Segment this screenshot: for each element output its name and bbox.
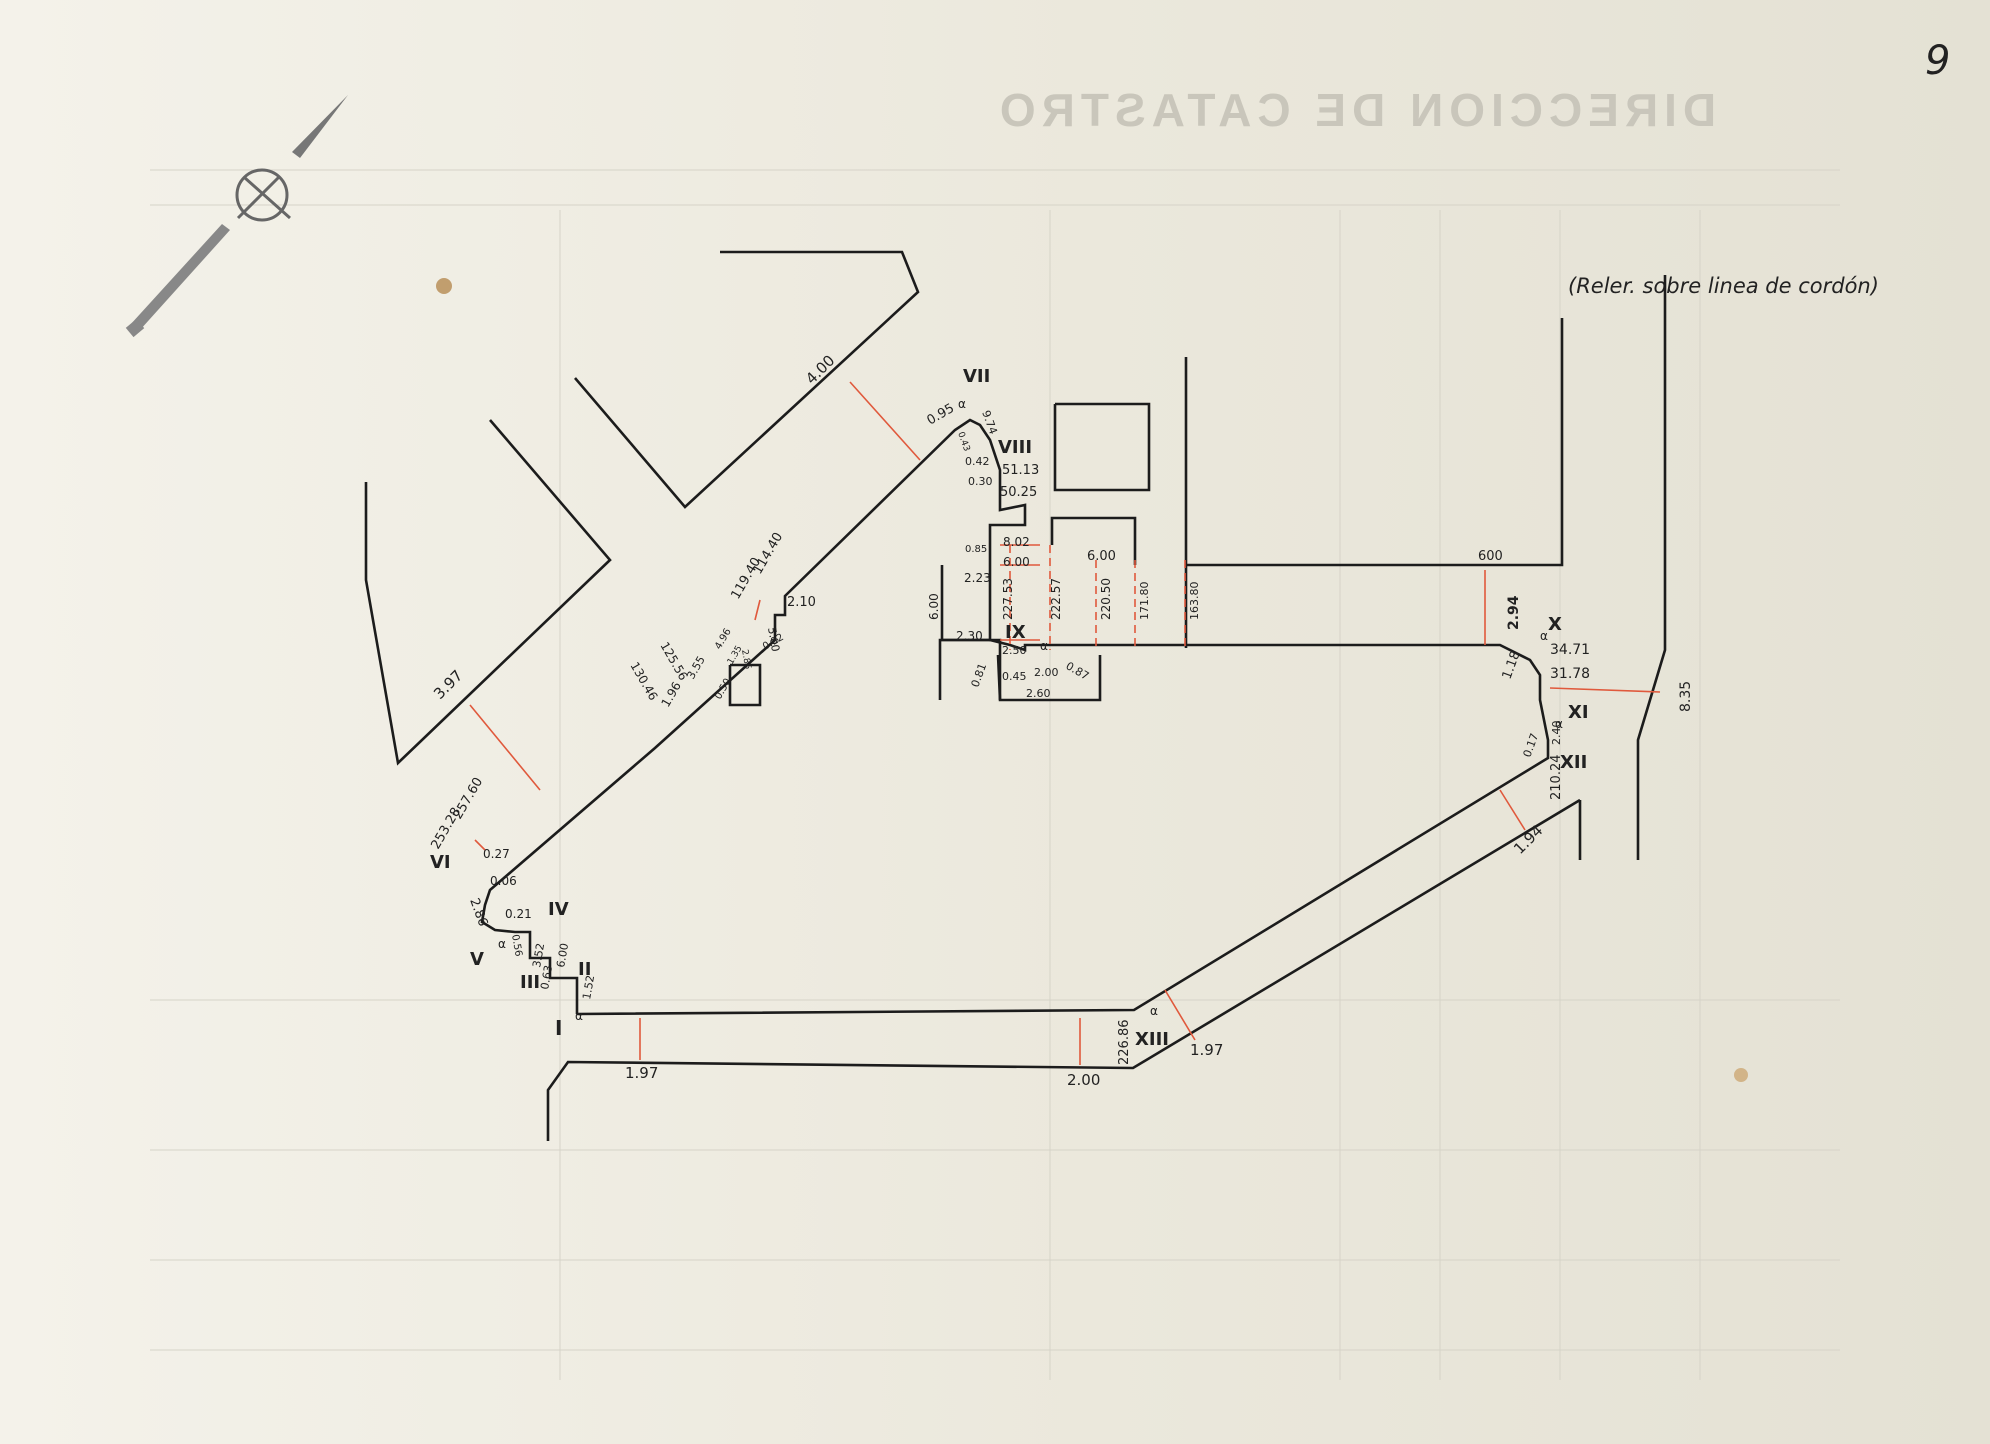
measurement-label: 171.80 <box>1138 582 1151 621</box>
measurement-label: 3.55 <box>684 654 708 682</box>
measurement-label: 9.74 <box>979 409 1000 436</box>
measurement-label: 0.30 <box>968 475 993 488</box>
measurement-label: 253.28 <box>428 805 464 852</box>
vertex-label-ii: II <box>578 959 591 980</box>
offset-lines <box>469 381 1661 1065</box>
measurement-label: 4.00 <box>802 351 838 387</box>
measurement-label: 0.81 <box>969 662 990 689</box>
measurement-label: 8.02 <box>1003 535 1030 549</box>
angle-mark: α <box>575 1009 583 1023</box>
measurement-label: 31.78 <box>1550 666 1590 682</box>
measurement-label: 226.86 <box>1117 1020 1132 1066</box>
vertex-label-x: X <box>1548 614 1562 635</box>
vertex-label-vii: VII <box>963 366 990 387</box>
measurement-label: 227.53 <box>1001 578 1015 620</box>
measurement-label: 0.87 <box>1064 659 1092 683</box>
measurement-label: 0.43 <box>955 431 971 453</box>
angle-marks: α α α α α α α <box>498 397 1563 1023</box>
vertex-label-xii: XII <box>1560 752 1587 773</box>
street-lines <box>364 250 1667 1141</box>
measurement-label: 6.00 <box>554 942 571 968</box>
measurement-label: 2.40 <box>1550 721 1563 746</box>
measurement-label: 5.00 <box>765 626 782 652</box>
north-arrow-icon <box>125 95 348 338</box>
measurement-label: 1.97 <box>1190 1041 1223 1059</box>
measurement-label: 2.10 <box>787 595 816 610</box>
measurement-label: 50.25 <box>1000 485 1037 500</box>
angle-mark: α <box>1540 629 1548 643</box>
measurement-label: 6.00 <box>927 593 941 620</box>
measurement-labels: 4.00 3.97 1.97 2.00 1.97 1.94 6.00 600 2… <box>428 351 1694 1089</box>
measurement-label: 3.97 <box>430 666 466 702</box>
measurement-label: 0.85 <box>965 544 987 555</box>
measurement-label: 1.94 <box>1510 821 1546 857</box>
measurement-label: 0.63 <box>538 964 555 990</box>
measurement-label: 6.00 <box>1087 549 1116 564</box>
property-boundary <box>480 418 1550 1016</box>
measurement-label: 3.52 <box>530 942 547 968</box>
measurement-label: 2.30 <box>956 629 983 643</box>
measurement-label: 34.71 <box>1550 642 1590 658</box>
page-number: 9 <box>1925 38 1950 84</box>
measurement-label: 222.57 <box>1049 578 1063 620</box>
vertex-label-xi: XI <box>1568 702 1589 723</box>
measurement-label: 6.00 <box>1003 555 1030 569</box>
measurement-label: 119.40 <box>728 555 764 602</box>
measurement-label: 51.13 <box>1002 463 1039 478</box>
angle-mark: α <box>1555 717 1563 731</box>
measurement-label: 4.96 <box>713 627 734 652</box>
relevamiento-note: (Reler. sobre linea de cordón) <box>1568 274 1879 298</box>
vertex-label-vi: VI <box>430 852 451 873</box>
angle-mark: α <box>498 937 506 951</box>
angle-mark: α <box>1150 1004 1158 1018</box>
vertex-label-xiii: XIII <box>1135 1029 1169 1050</box>
measurement-label: 2.60 <box>1026 687 1051 700</box>
measurement-label: 0.56 <box>509 934 524 958</box>
vertex-label-i: I <box>555 1016 562 1040</box>
measurement-label: 1.96 <box>658 679 683 709</box>
measurement-label: 2.00 <box>1034 666 1059 679</box>
measurement-label: 0.27 <box>483 847 510 861</box>
vertex-label-ix: IX <box>1005 622 1026 643</box>
header-text: DIRECCION DE CATASTRO <box>994 84 1716 136</box>
measurement-label: 0.45 <box>1002 670 1027 683</box>
measurement-label: 0.42 <box>965 455 990 468</box>
vertex-label-iv: IV <box>548 899 569 920</box>
measurement-label: 600 <box>1478 549 1503 564</box>
measurement-label: 210.24 <box>1549 755 1564 801</box>
angle-mark: α <box>958 397 966 411</box>
vertex-label-v: V <box>470 949 484 970</box>
angle-mark: α <box>1040 639 1048 653</box>
measurement-label: 0.17 <box>1521 732 1542 759</box>
measurement-label: 2.85 <box>739 649 752 670</box>
stain-mark <box>1734 1068 1748 1082</box>
measurement-label: 2.50 <box>1002 644 1027 657</box>
measurement-label: 2.94 <box>1506 595 1522 630</box>
measurement-label: 220.50 <box>1099 578 1113 620</box>
measurement-label: 2.00 <box>1067 1071 1100 1089</box>
measurement-label: 1.97 <box>625 1064 658 1082</box>
vertex-labels: I II III IV V VI VII VIII IX X XI XII XI… <box>430 366 1589 1050</box>
measurement-label: 130.46 <box>627 660 660 703</box>
measurement-label: 0.06 <box>490 874 517 888</box>
vertex-label-iii: III <box>520 972 540 993</box>
measurement-label: 2.23 <box>964 571 991 585</box>
measurement-label: 0.21 <box>505 907 532 921</box>
measurement-label: 163.80 <box>1188 582 1201 621</box>
vertex-label-viii: VIII <box>998 437 1032 458</box>
measurement-label: 1.52 <box>580 974 597 1000</box>
measurement-label: 1.18 <box>1500 649 1524 681</box>
measurement-label: 0.95 <box>925 401 958 428</box>
measurement-label: 8.35 <box>1678 681 1694 712</box>
stain-mark <box>436 278 452 294</box>
form-grid <box>150 169 1840 1380</box>
